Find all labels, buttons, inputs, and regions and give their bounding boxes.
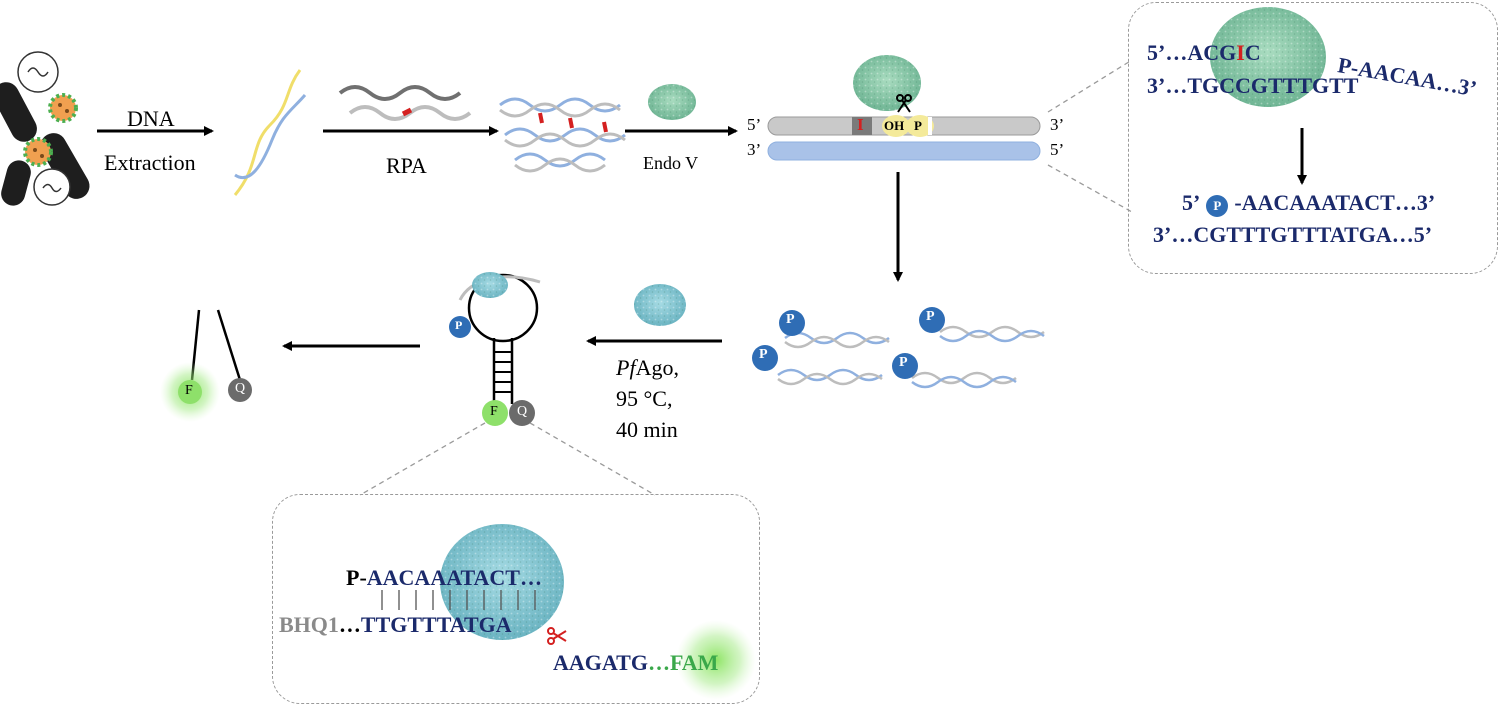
- phosphate-circle: [752, 345, 778, 371]
- rpa-label: RPA: [386, 153, 427, 178]
- p-label: P: [899, 355, 908, 370]
- dna-label: DNA: [127, 106, 175, 131]
- cleaved-beacon: [160, 309, 252, 422]
- phosphate-circle: [779, 310, 805, 336]
- product-fragments: [777, 325, 1045, 389]
- duplex-oh: OH: [884, 118, 905, 133]
- fluorophore-circle: [178, 380, 202, 404]
- cleavage-duplex: [767, 55, 1041, 161]
- duplex-inosine: I: [857, 115, 864, 134]
- duplex-top-left: 5’: [747, 115, 762, 134]
- inset-top-line2: 3’…TGCCGTTTGTT: [1147, 73, 1359, 98]
- scissors-icon: [896, 94, 912, 113]
- pfago-protein-icon: [634, 284, 686, 326]
- duplex-top-right: 3’: [1050, 115, 1065, 134]
- coronavirus-icon: [48, 93, 78, 123]
- inset-top-line1: 5’…ACGIC: [1147, 40, 1261, 65]
- inset-top-result2: 3’…CGTTTGTTTATGA…5’: [1153, 222, 1433, 247]
- beacon-f-label: F: [490, 404, 498, 419]
- phosphate-circle: [892, 353, 918, 379]
- beacon-p-label: P: [455, 318, 463, 332]
- inset-endo-v-protein-icon: [1210, 7, 1326, 107]
- p-label: P: [759, 347, 768, 362]
- quencher-circle: [509, 400, 535, 426]
- quencher-circle: [228, 378, 252, 402]
- pfago-time: 40 min: [616, 417, 678, 442]
- phosphate-circle: P: [1206, 195, 1229, 217]
- inset-bottom-line2: BHQ1…TTGTTTATGA: [279, 612, 512, 637]
- fluorophore-circle: [482, 400, 508, 426]
- bacterium-icon: [0, 82, 37, 142]
- inset-endo-v-detail: [1128, 2, 1498, 274]
- inset-pfago-protein-icon: [440, 524, 564, 640]
- inset-bottom-line1: P-AACAAATACT…: [346, 565, 542, 590]
- result-f-label: F: [185, 383, 193, 398]
- inset-bottom-line3: AAGATG…FAM: [553, 650, 719, 675]
- phosphate-circle: [449, 316, 471, 338]
- pfago-label: PfAgo,: [616, 355, 679, 380]
- duplex-p: P: [914, 118, 922, 133]
- p-label: P: [786, 312, 795, 327]
- red-scissors-icon: [547, 627, 567, 645]
- result-q-label: Q: [235, 381, 246, 396]
- inset-top-result1: 5’P-AACAAATACT…3’: [1182, 190, 1436, 217]
- inset-pfago-detail: [272, 494, 760, 704]
- bacterium-icon: [1, 160, 31, 206]
- coronavirus-icon: [23, 137, 53, 167]
- beacon-q-label: Q: [517, 404, 528, 419]
- pfago-temp: 95 °C,: [616, 386, 673, 411]
- extraction-label: Extraction: [104, 150, 196, 175]
- endo-v-label: Endo V: [643, 153, 699, 173]
- amplicons: [499, 97, 626, 173]
- pathogen-cluster: [0, 51, 90, 206]
- p-label: P: [926, 309, 935, 324]
- molecular-beacon: [449, 272, 541, 426]
- phosphate-circle: [919, 307, 945, 333]
- base-pair-lines: [381, 590, 536, 610]
- duplex-bottom-left: 3’: [747, 140, 762, 159]
- endo-v-protein-icon: [648, 84, 696, 120]
- dsdna-helix: [233, 69, 307, 196]
- duplex-bottom-right: 5’: [1050, 140, 1065, 159]
- rpa-primers: [338, 85, 472, 121]
